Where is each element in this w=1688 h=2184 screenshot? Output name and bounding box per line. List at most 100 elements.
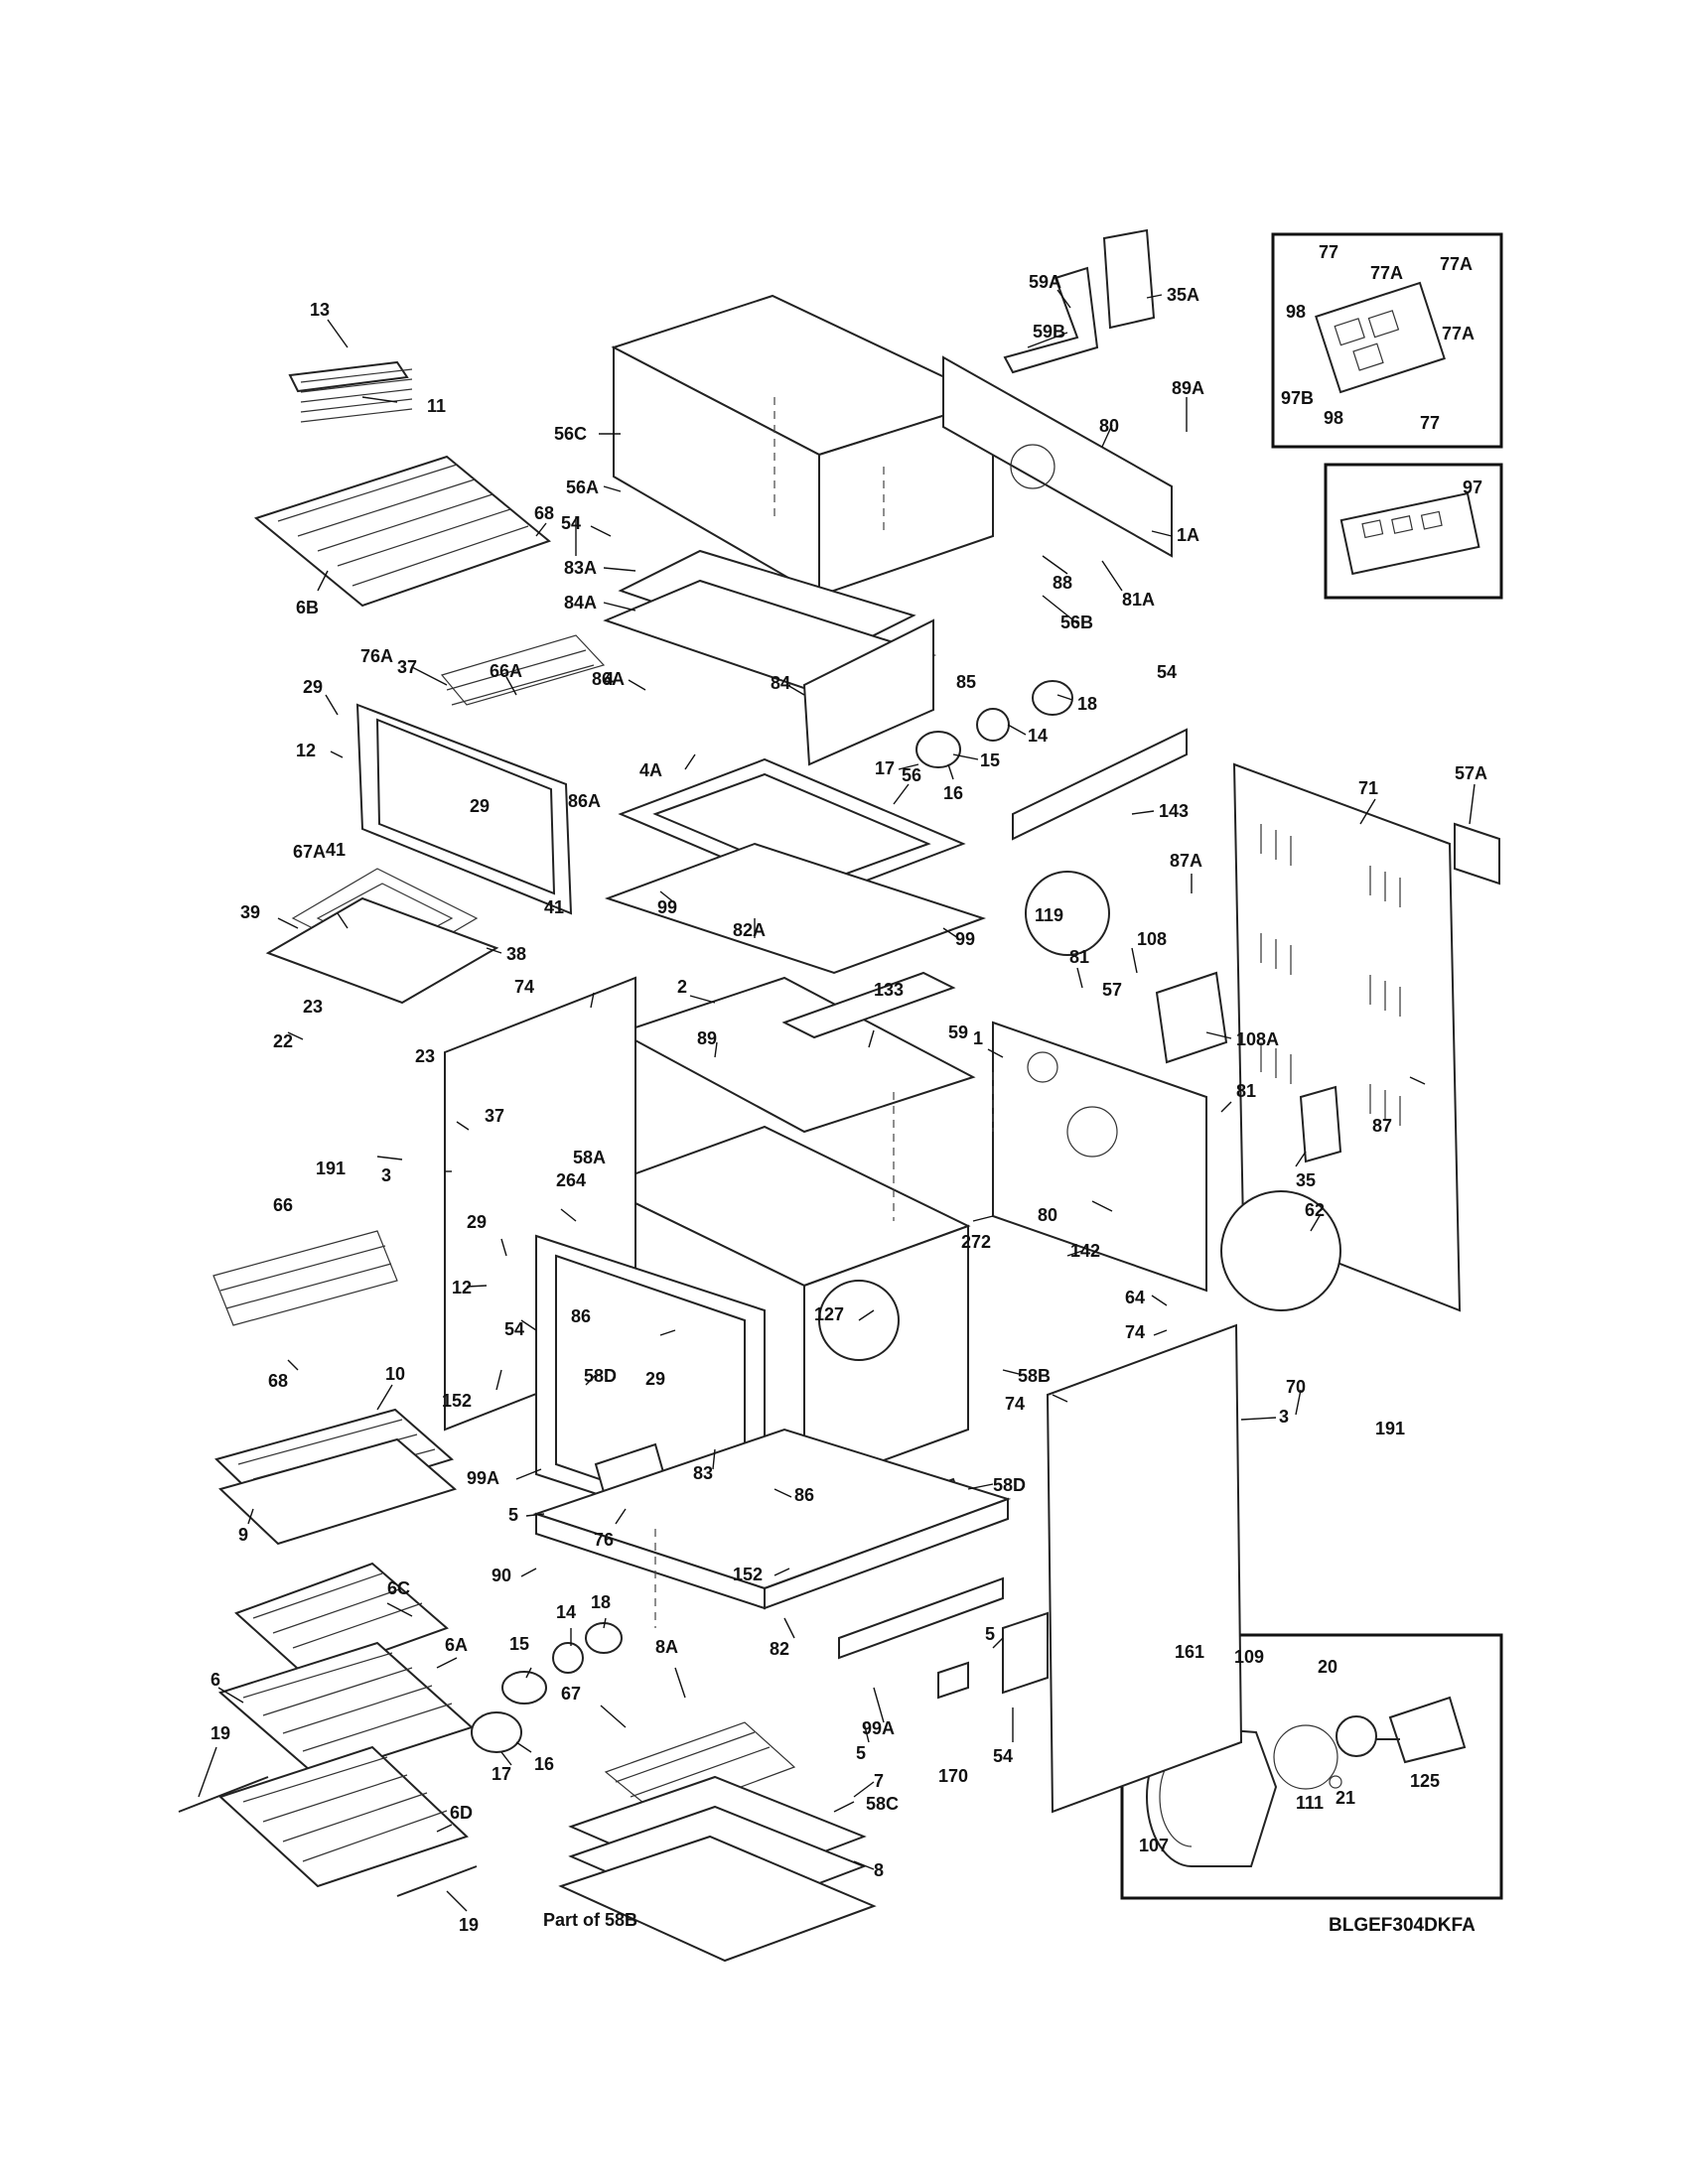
callout: 1 [973,1028,983,1048]
callout: 5 [985,1624,995,1644]
callout: 6D [450,1803,473,1823]
callout: 14 [1028,726,1048,746]
callout: 6B [296,598,319,617]
callout: 191 [1375,1419,1405,1438]
callout: 142 [1070,1241,1100,1261]
upper-oven-parts [253,228,1500,1312]
callout: 272 [961,1232,991,1252]
callout: 80 [1099,416,1119,436]
callout: 8 [874,1860,884,1880]
callout: 111 [1296,1793,1324,1813]
callout: 133 [874,980,904,1000]
callout: 6C [387,1578,410,1598]
callout: 56B [1060,613,1093,632]
callout: 58C [866,1794,899,1814]
callout: 54 [504,1319,524,1339]
callout: 23 [415,1046,435,1066]
callout: 1A [1177,525,1199,545]
callout: 56C [554,424,587,444]
callout: 76A [360,646,393,666]
callout: 90 [492,1566,511,1585]
callout: 97 [1463,478,1482,497]
callout: 108A [1236,1029,1279,1049]
callout: 12 [296,741,316,760]
callout: 68 [268,1371,288,1391]
callout: 58A [573,1148,606,1167]
callout: 70 [1286,1377,1306,1397]
callout: 143 [1159,801,1189,821]
callout: 161 [1175,1642,1204,1662]
callout: 89 [697,1028,717,1048]
callout: 17 [875,758,895,778]
callout: 87 [1372,1116,1392,1136]
callout: 38 [506,944,526,964]
callout: 3 [381,1165,391,1185]
callout: 81 [1069,947,1089,967]
callout: 80 [1038,1205,1057,1225]
callout: 6 [211,1670,220,1690]
callout: 59 [948,1023,968,1042]
callout: Part of 58B [543,1910,637,1930]
callout: 37 [397,657,417,677]
callout: 58D [584,1366,617,1386]
model-number: BLGEF304DKFA [1329,1915,1476,1936]
callout: 71 [1358,778,1378,798]
callout: 264 [556,1170,586,1190]
callout: 59A [1029,272,1061,292]
callout: 82A [733,920,766,940]
callout: 4 [604,669,614,689]
callout: 66 [273,1195,293,1215]
callout: 29 [645,1369,665,1389]
callout: 5 [508,1505,518,1525]
callout: 74 [1005,1394,1025,1414]
callout: 67A [293,842,326,862]
callout: 39 [240,902,260,922]
callout: 62 [1305,1200,1325,1220]
callout: 191 [316,1159,346,1178]
callout: 29 [467,1212,487,1232]
callout: 86A [592,669,625,689]
callout: 7 [874,1771,884,1791]
callout: 41 [544,897,564,917]
callout: 77A [1370,263,1403,283]
callout: 83A [564,558,597,578]
callout: 86A [568,791,601,811]
callout: 68 [534,503,554,523]
callout: 41 [326,840,346,860]
callout: 87A [1170,851,1202,871]
callout: 82 [770,1639,789,1659]
callout: 2 [677,977,687,997]
callout: 8A [655,1637,678,1657]
callout: 17 [492,1764,511,1784]
callout: 54 [993,1746,1013,1766]
callout: 15 [509,1634,529,1654]
callout: 66A [490,661,522,681]
callout: 3 [1279,1407,1289,1427]
callout: 64 [1125,1288,1145,1307]
callout-labels: 13 11 6B 56C 56A 54 83A 84A 59A 59B 35A … [211,242,1487,1935]
callout: 37 [485,1106,504,1126]
callout: 152 [733,1565,763,1584]
callout: 20 [1318,1657,1337,1677]
control-board-inset [1271,232,1503,449]
callout: 86 [794,1485,814,1505]
callout: 16 [943,783,963,803]
callout: 109 [1234,1647,1264,1667]
callout: 18 [1077,694,1097,714]
callout: 56A [566,478,599,497]
callout: 127 [814,1304,844,1324]
callout: 35 [1296,1170,1316,1190]
callout: 15 [980,751,1000,770]
callout: 99 [955,929,975,949]
callout: 81A [1122,590,1155,610]
callout: 58B [1018,1366,1051,1386]
callout: 77 [1420,413,1440,433]
callout: 11 [427,396,446,416]
callout: 4A [639,760,662,780]
vent-slots [1260,824,1401,1126]
callout: 84A [564,593,597,613]
callout: 57A [1455,763,1487,783]
callout: 12 [452,1278,472,1297]
callout: 119 [1035,905,1063,925]
